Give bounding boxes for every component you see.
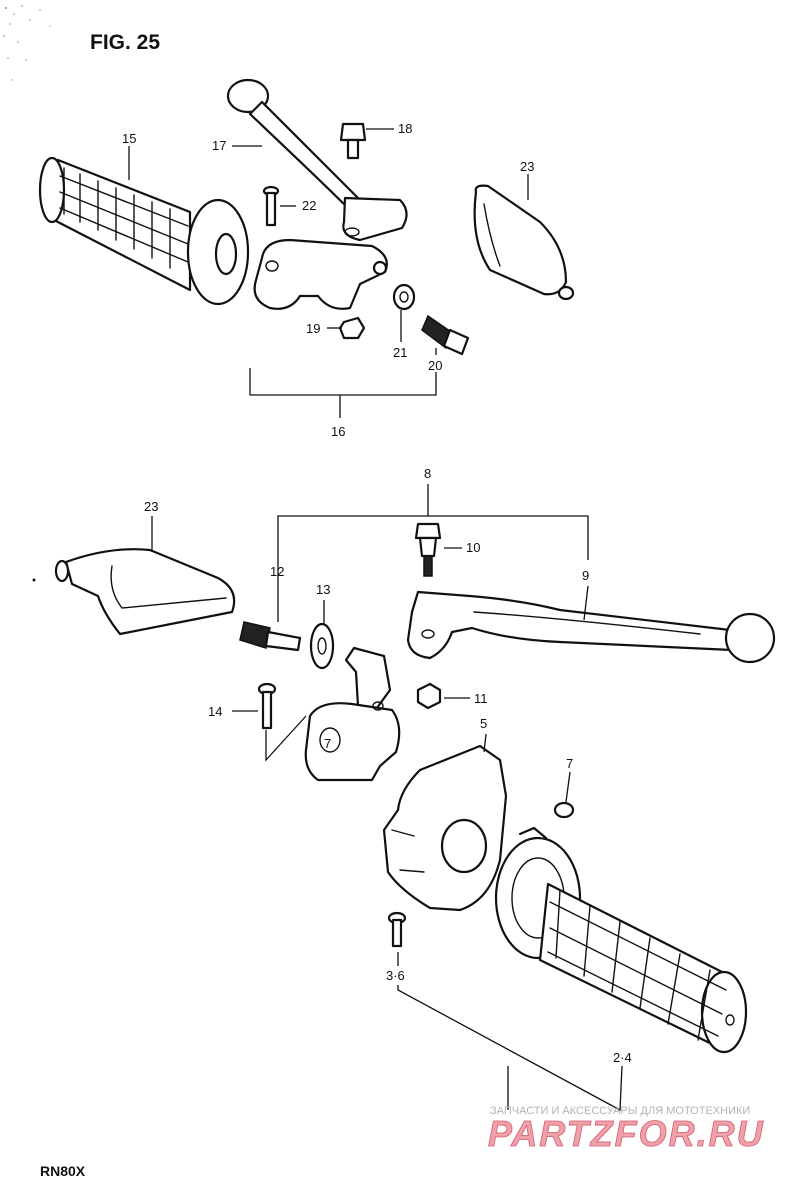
nut-11 bbox=[416, 682, 442, 710]
callout-16: 16 bbox=[331, 424, 345, 439]
adjuster-bolt-20 bbox=[421, 314, 470, 356]
callout-3-6: 3·6 bbox=[386, 968, 405, 983]
group-bracket-16 bbox=[249, 368, 437, 418]
callout-18: 18 bbox=[398, 121, 412, 136]
callout-23-top: 23 bbox=[520, 159, 534, 174]
callout-21: 21 bbox=[393, 345, 407, 360]
callout-8: 8 bbox=[424, 466, 431, 481]
callout-10: 10 bbox=[466, 540, 480, 555]
group-bracket-8 bbox=[277, 484, 589, 580]
figure-title: FIG. 25 bbox=[90, 31, 160, 54]
callout-2-4: 2·4 bbox=[613, 1050, 632, 1065]
callout-17: 17 bbox=[212, 138, 226, 153]
screw-14 bbox=[257, 682, 277, 730]
watermark-caption: ЗАПЧАСТИ И АКСЕССУАРЫ ДЛЯ МОТОТЕХНИКИ bbox=[490, 1105, 750, 1117]
callout-12: 12 bbox=[270, 564, 284, 579]
lever-cover-bottom bbox=[32, 548, 236, 636]
pivot-bolt-bottom bbox=[414, 522, 442, 577]
callout-13: 13 bbox=[316, 582, 330, 597]
washer-13 bbox=[309, 622, 335, 670]
washer-21 bbox=[392, 283, 416, 311]
adjuster-bolt-12 bbox=[239, 621, 302, 652]
grip-left bbox=[38, 156, 250, 306]
lever-top bbox=[226, 78, 408, 242]
collar-7 bbox=[553, 801, 575, 819]
callout-9: 9 bbox=[582, 568, 589, 583]
callout-5: 5 bbox=[480, 716, 487, 731]
pivot-bolt-top bbox=[339, 122, 367, 160]
switch-housing bbox=[382, 744, 508, 912]
screw-22 bbox=[262, 185, 280, 227]
callout-20: 20 bbox=[428, 358, 442, 373]
lever-bracket-top bbox=[253, 238, 388, 310]
top-leaders bbox=[128, 128, 529, 355]
lever-bottom bbox=[406, 590, 776, 664]
watermark-brand: PARTZFOR.RU bbox=[488, 1113, 765, 1154]
model-code: RN80X bbox=[40, 1163, 86, 1179]
callout-19: 19 bbox=[306, 321, 320, 336]
lever-bracket-bottom bbox=[304, 646, 401, 782]
bottom-leaders bbox=[151, 516, 623, 1112]
callout-7-collar: 7 bbox=[566, 756, 573, 771]
nut-19 bbox=[338, 316, 366, 340]
callout-11: 11 bbox=[474, 691, 488, 706]
callout-7-bracket: 7 bbox=[324, 736, 331, 751]
callout-23-bottom: 23 bbox=[144, 499, 158, 514]
callout-14: 14 bbox=[208, 704, 222, 719]
lever-cover-top bbox=[473, 184, 575, 301]
grip-right bbox=[494, 826, 748, 1054]
callout-22: 22 bbox=[302, 198, 316, 213]
callout-15: 15 bbox=[122, 131, 136, 146]
screw-3-6 bbox=[387, 911, 407, 948]
scan-noise bbox=[3, 5, 51, 81]
